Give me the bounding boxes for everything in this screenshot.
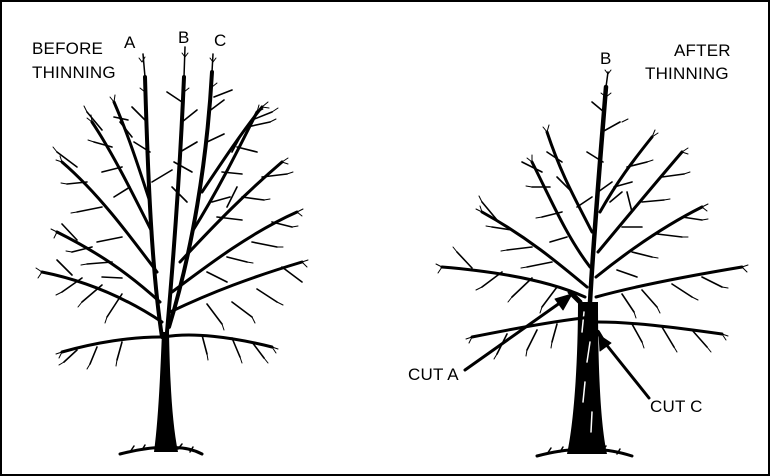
cut-a-label: CUT A bbox=[408, 364, 459, 386]
cut-a-arrow bbox=[465, 294, 572, 370]
cut-c-arrow bbox=[599, 335, 649, 398]
leader-b-label: B bbox=[178, 27, 190, 49]
after-leader-b-label: B bbox=[600, 48, 612, 70]
leader-c-label: C bbox=[214, 30, 226, 52]
before-title-line1: BEFORE bbox=[32, 38, 103, 60]
trunk-before bbox=[154, 332, 178, 452]
after-title-line2: THINNING bbox=[645, 63, 729, 85]
cut-c-label: CUT C bbox=[650, 396, 703, 418]
leader-b bbox=[167, 77, 184, 332]
leader-a-label: A bbox=[124, 32, 136, 54]
before-title-line2: THINNING bbox=[32, 62, 116, 84]
trunk-after bbox=[567, 302, 607, 454]
after-title-line1: AFTER bbox=[674, 40, 731, 62]
tree-before-thinning bbox=[36, 47, 308, 454]
